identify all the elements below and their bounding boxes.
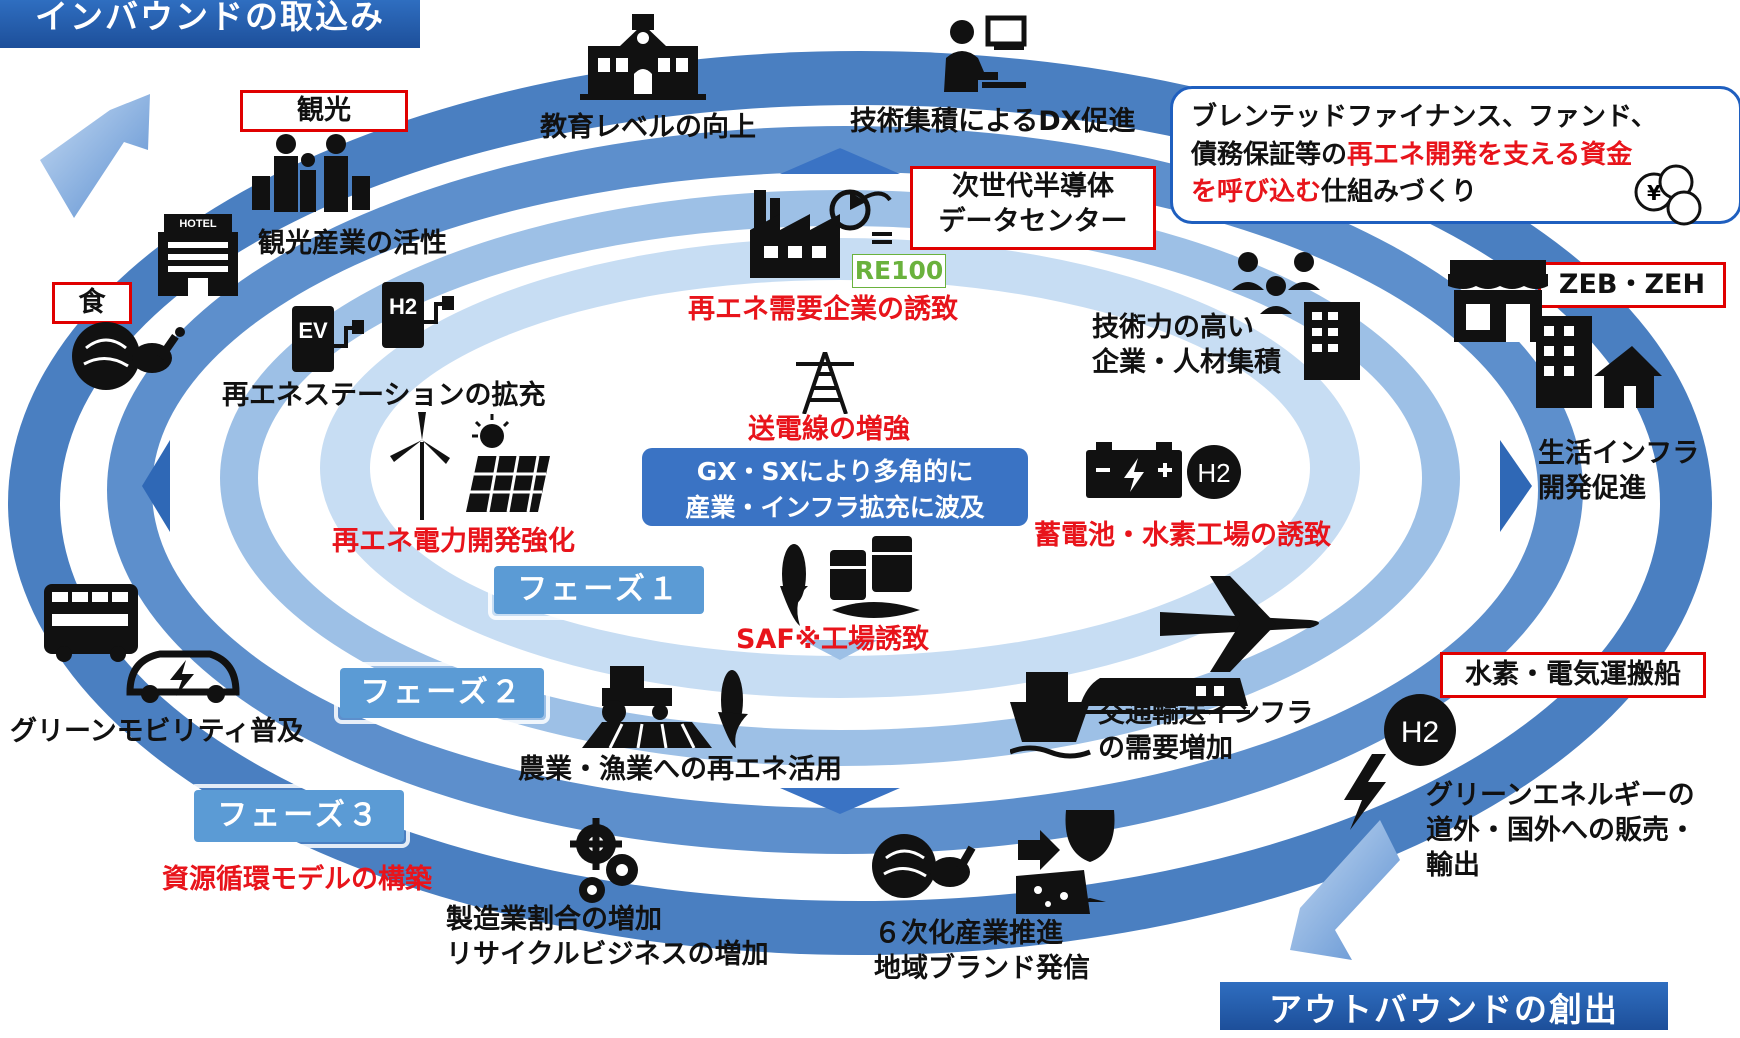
finance-line-2a: 債務保証等の	[1191, 139, 1348, 170]
transmission-tower-icon	[796, 352, 854, 414]
h2-charger-icon: H2	[382, 282, 454, 348]
left-arrow-outer	[142, 440, 170, 532]
ship-box: 水素・電気運搬船	[1440, 652, 1706, 698]
label-battery: 蓄電池・水素工場の誘致	[1034, 520, 1331, 551]
label-export-1: グリーンエネルギーの	[1426, 780, 1695, 811]
hydrogen-icon: H2	[1187, 445, 1241, 499]
export-energy-icon: H2	[1344, 694, 1456, 830]
semiconductor-box: 次世代半導体 データセンター	[910, 166, 1156, 250]
label-re-power: 再エネ電力開発強化	[332, 526, 575, 557]
inbound-arrow	[40, 94, 150, 218]
inbound-header: インバウンドの取込み	[0, 0, 420, 48]
label-infra-1: 生活インフラ	[1538, 438, 1700, 469]
h2-text: H2	[389, 294, 417, 319]
label-talent-1: 技術力の高い	[1092, 312, 1254, 343]
right-arrow-outer	[1500, 440, 1532, 532]
center-line-2: 産業・インフラ拡充に波及	[685, 493, 985, 523]
semiconductor-line-1: 次世代半導体	[952, 171, 1114, 202]
shop-icon	[1448, 260, 1548, 342]
label-export: グリーンエネルギーの 道外・国外への販売・ 輸出	[1426, 778, 1696, 883]
label-circular: 資源循環モデルの構築	[162, 864, 432, 895]
zeb-box: ZEB・ZEH	[1538, 262, 1726, 308]
label-export-3: 輸出	[1426, 850, 1480, 882]
finance-line-3b: 仕組みづくり	[1321, 177, 1478, 208]
hotel-sign: HOTEL	[179, 218, 217, 230]
yen-coins-icon: ¥	[1634, 164, 1702, 226]
label-manufacturing-2: リサイクルビジネスの増加	[446, 939, 769, 971]
food-icon	[72, 322, 185, 390]
center-line-1: GX・SXにより多角的に	[696, 457, 974, 486]
label-re-demand: 再エネ需要企業の誘致	[688, 294, 958, 325]
label-manufacturing-1: 製造業割合の増加	[446, 904, 662, 935]
h2-export-text: H2	[1401, 716, 1439, 749]
label-export-2: 道外・国外への販売・	[1426, 815, 1696, 847]
label-stations: 再エネステーションの拡充	[222, 380, 546, 411]
down-arrow-inner	[802, 640, 878, 660]
gears-icon	[570, 818, 638, 903]
battery-icon	[1086, 442, 1182, 498]
finance-line-3a: を呼び込む	[1191, 177, 1322, 208]
re100-badge: RE100	[852, 254, 946, 288]
label-infra: 生活インフラ 開発促進	[1538, 436, 1699, 506]
tourists-icon	[252, 134, 370, 212]
tourism-box: 観光	[240, 90, 408, 132]
label-infra-2: 開発促進	[1538, 473, 1646, 505]
h2-circle-text: H2	[1197, 458, 1230, 488]
outbound-arrow	[1290, 820, 1400, 960]
left-arrow-inner	[335, 432, 358, 516]
label-sixth-2: 地域ブランド発信	[874, 953, 1090, 985]
ev-text: EV	[298, 318, 328, 343]
label-sixth-1: ６次化産業推進	[874, 918, 1063, 949]
talent-icon	[1232, 252, 1360, 380]
renewable-equals-icon	[829, 189, 892, 244]
semiconductor-line-2: データセンター	[938, 206, 1128, 238]
label-talent: 技術力の高い 企業・人材集積	[1092, 310, 1281, 380]
hotel-icon: HOTEL	[158, 214, 238, 296]
label-dx: 技術集積によるDX促進	[850, 106, 1136, 137]
label-sixth: ６次化産業推進 地域ブランド発信	[874, 916, 1090, 986]
up-arrow-top	[780, 148, 900, 174]
school-icon	[580, 14, 706, 100]
phase-1: フェーズ１	[488, 560, 710, 620]
sixth-industry-icon	[872, 810, 1115, 914]
label-tourism-industry: 観光産業の活性	[258, 228, 447, 259]
zeb-building-icon	[1536, 316, 1662, 408]
agriculture-icon	[582, 666, 748, 748]
ev-charger-icon: EV	[292, 306, 364, 372]
saf-icon	[780, 536, 920, 626]
wind-solar-icon	[390, 412, 550, 520]
label-transport-2: の需要増加	[1098, 733, 1233, 765]
label-agri: 農業・漁業への再エネ活用	[518, 754, 842, 785]
yen-text: ¥	[1647, 181, 1661, 205]
label-talent-2: 企業・人材集積	[1092, 347, 1281, 379]
finance-line-2b: 再エネ開発を支える資金	[1347, 139, 1633, 170]
finance-line-1: ブレンテッドファイナンス、ファンド、	[1191, 102, 1657, 132]
label-saf: SAF※工場誘致	[736, 624, 930, 655]
outbound-header: アウトバウンドの創出	[1220, 982, 1668, 1030]
phase-2: フェーズ２	[334, 662, 550, 724]
center-box: GX・SXにより多角的に 産業・インフラ拡充に波及	[642, 448, 1028, 526]
food-box: 食	[52, 282, 132, 324]
transport-icon	[1010, 576, 1319, 759]
factory-icon	[750, 190, 840, 278]
right-arrow-inner	[1312, 432, 1336, 516]
label-manufacturing: 製造業割合の増加 リサイクルビジネスの増加	[446, 902, 769, 972]
label-mobility: グリーンモビリティ普及	[10, 716, 305, 747]
phase-3: フェーズ３	[188, 784, 410, 848]
remote-work-icon	[944, 15, 1027, 92]
green-mobility-icon	[44, 584, 240, 703]
label-grid: 送電線の増強	[748, 414, 910, 445]
down-arrow-bottom	[780, 788, 900, 814]
label-education: 教育レベルの向上	[540, 112, 756, 143]
